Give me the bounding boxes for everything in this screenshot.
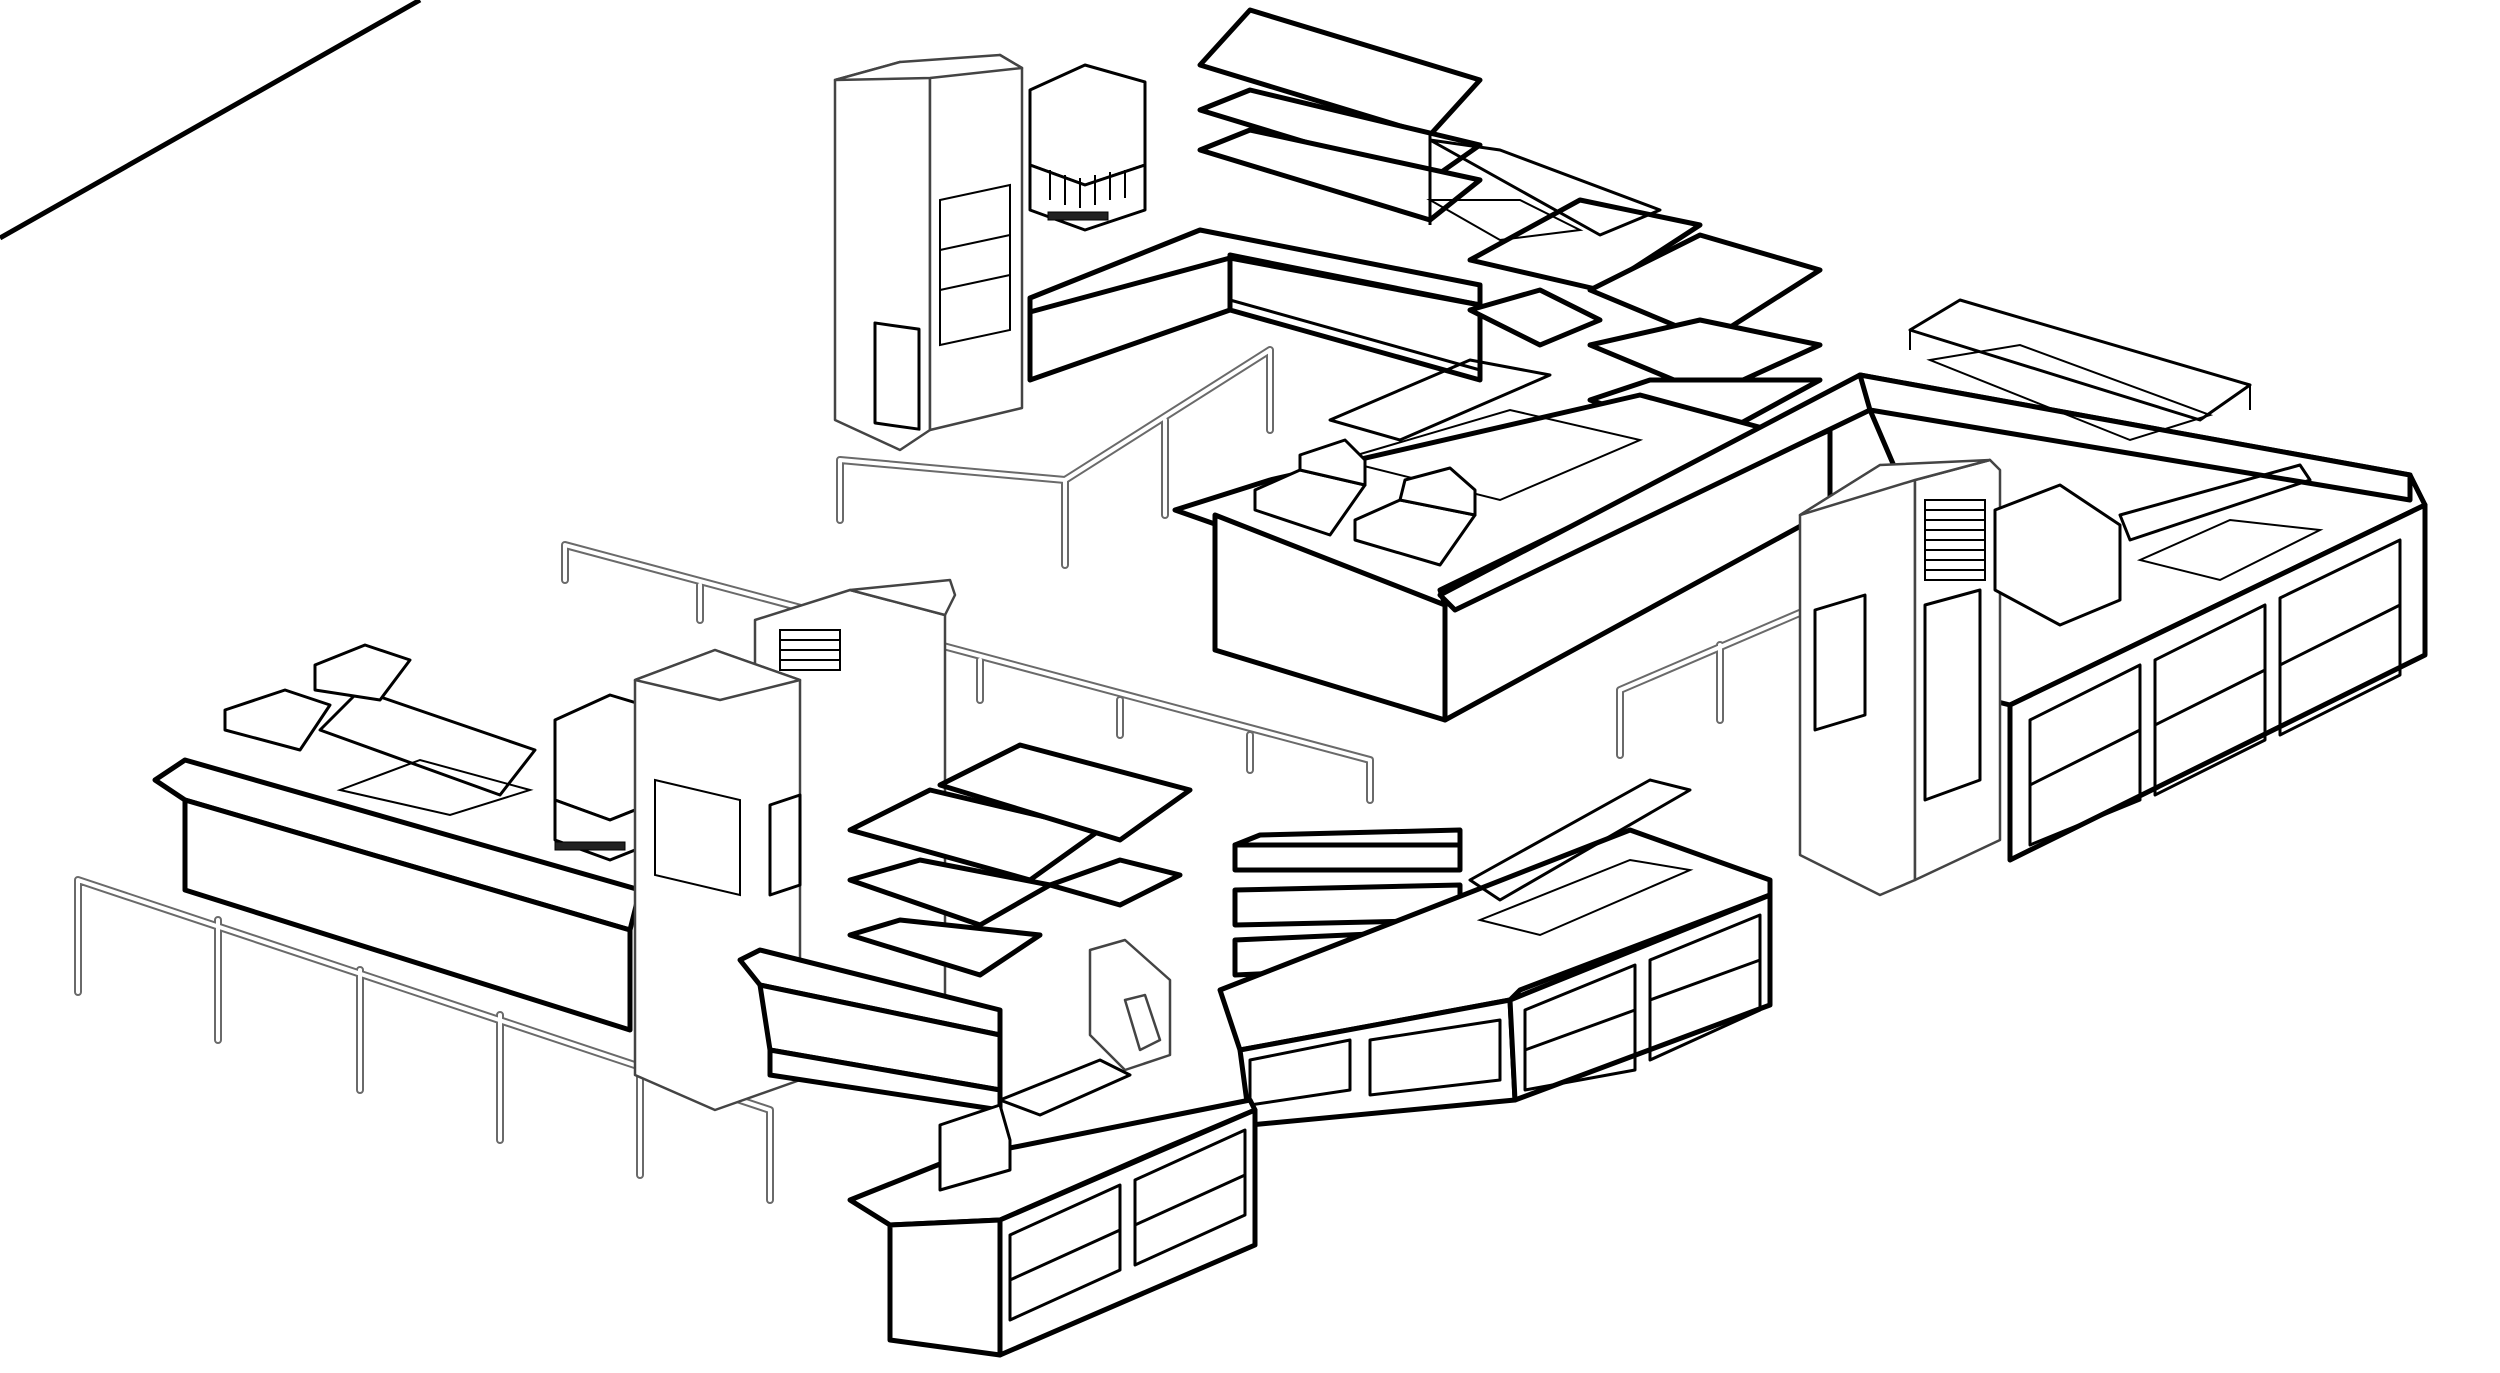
right-counter-cubbies: [2028, 538, 2402, 847]
top-center-counter: [1027, 227, 1483, 383]
center-island: [1172, 358, 1833, 723]
bottom-left-counter: [847, 1058, 1258, 1358]
food-warmer-bottom-left: [938, 1103, 1012, 1192]
refrigerated-display-case-top: [833, 53, 1024, 452]
guard-rail-right: [1616, 596, 1834, 759]
cash-register-left-counter-2: [313, 643, 412, 702]
sneeze-guard-top: [1426, 138, 1662, 242]
guard-rail-front-left: [74, 876, 774, 1204]
wall-edge-line: [0, 0, 422, 241]
sneeze-guard-bottom-center: [1468, 778, 1694, 937]
vent-grille-right: [1924, 499, 1986, 581]
middle-counter: [737, 947, 1003, 1113]
bottom-left-cubbies: [1008, 1128, 1247, 1322]
sneeze-guard-bottom-left: [998, 1058, 1132, 1117]
bottom-center-counter: [1217, 778, 1773, 1128]
heated-shelf-middle-2: [937, 742, 1193, 908]
heated-shelf-middle-1: [847, 787, 1103, 978]
heated-shelf-top-2: [1467, 197, 1703, 348]
bottom-center-cubbies: [1248, 913, 1762, 1107]
left-counter: [152, 643, 662, 1033]
guard-rail-top: [836, 346, 1274, 569]
vent-grille-left: [779, 629, 841, 671]
cash-register-right: [1353, 466, 1477, 567]
tray-rail-middle: [1088, 938, 1172, 1072]
warmer-box-right: [1993, 483, 2122, 627]
beverage-dispenser-top: [1028, 63, 1147, 232]
heated-shelf-top-1: [1197, 7, 1483, 225]
refrigerated-display-case-right: [1798, 458, 2002, 897]
sneeze-guard-right: [1908, 298, 2252, 442]
cash-register-left-counter: [223, 688, 332, 752]
cash-register-left: [1253, 438, 1367, 537]
sneeze-guard-right-lower: [2118, 463, 2324, 582]
